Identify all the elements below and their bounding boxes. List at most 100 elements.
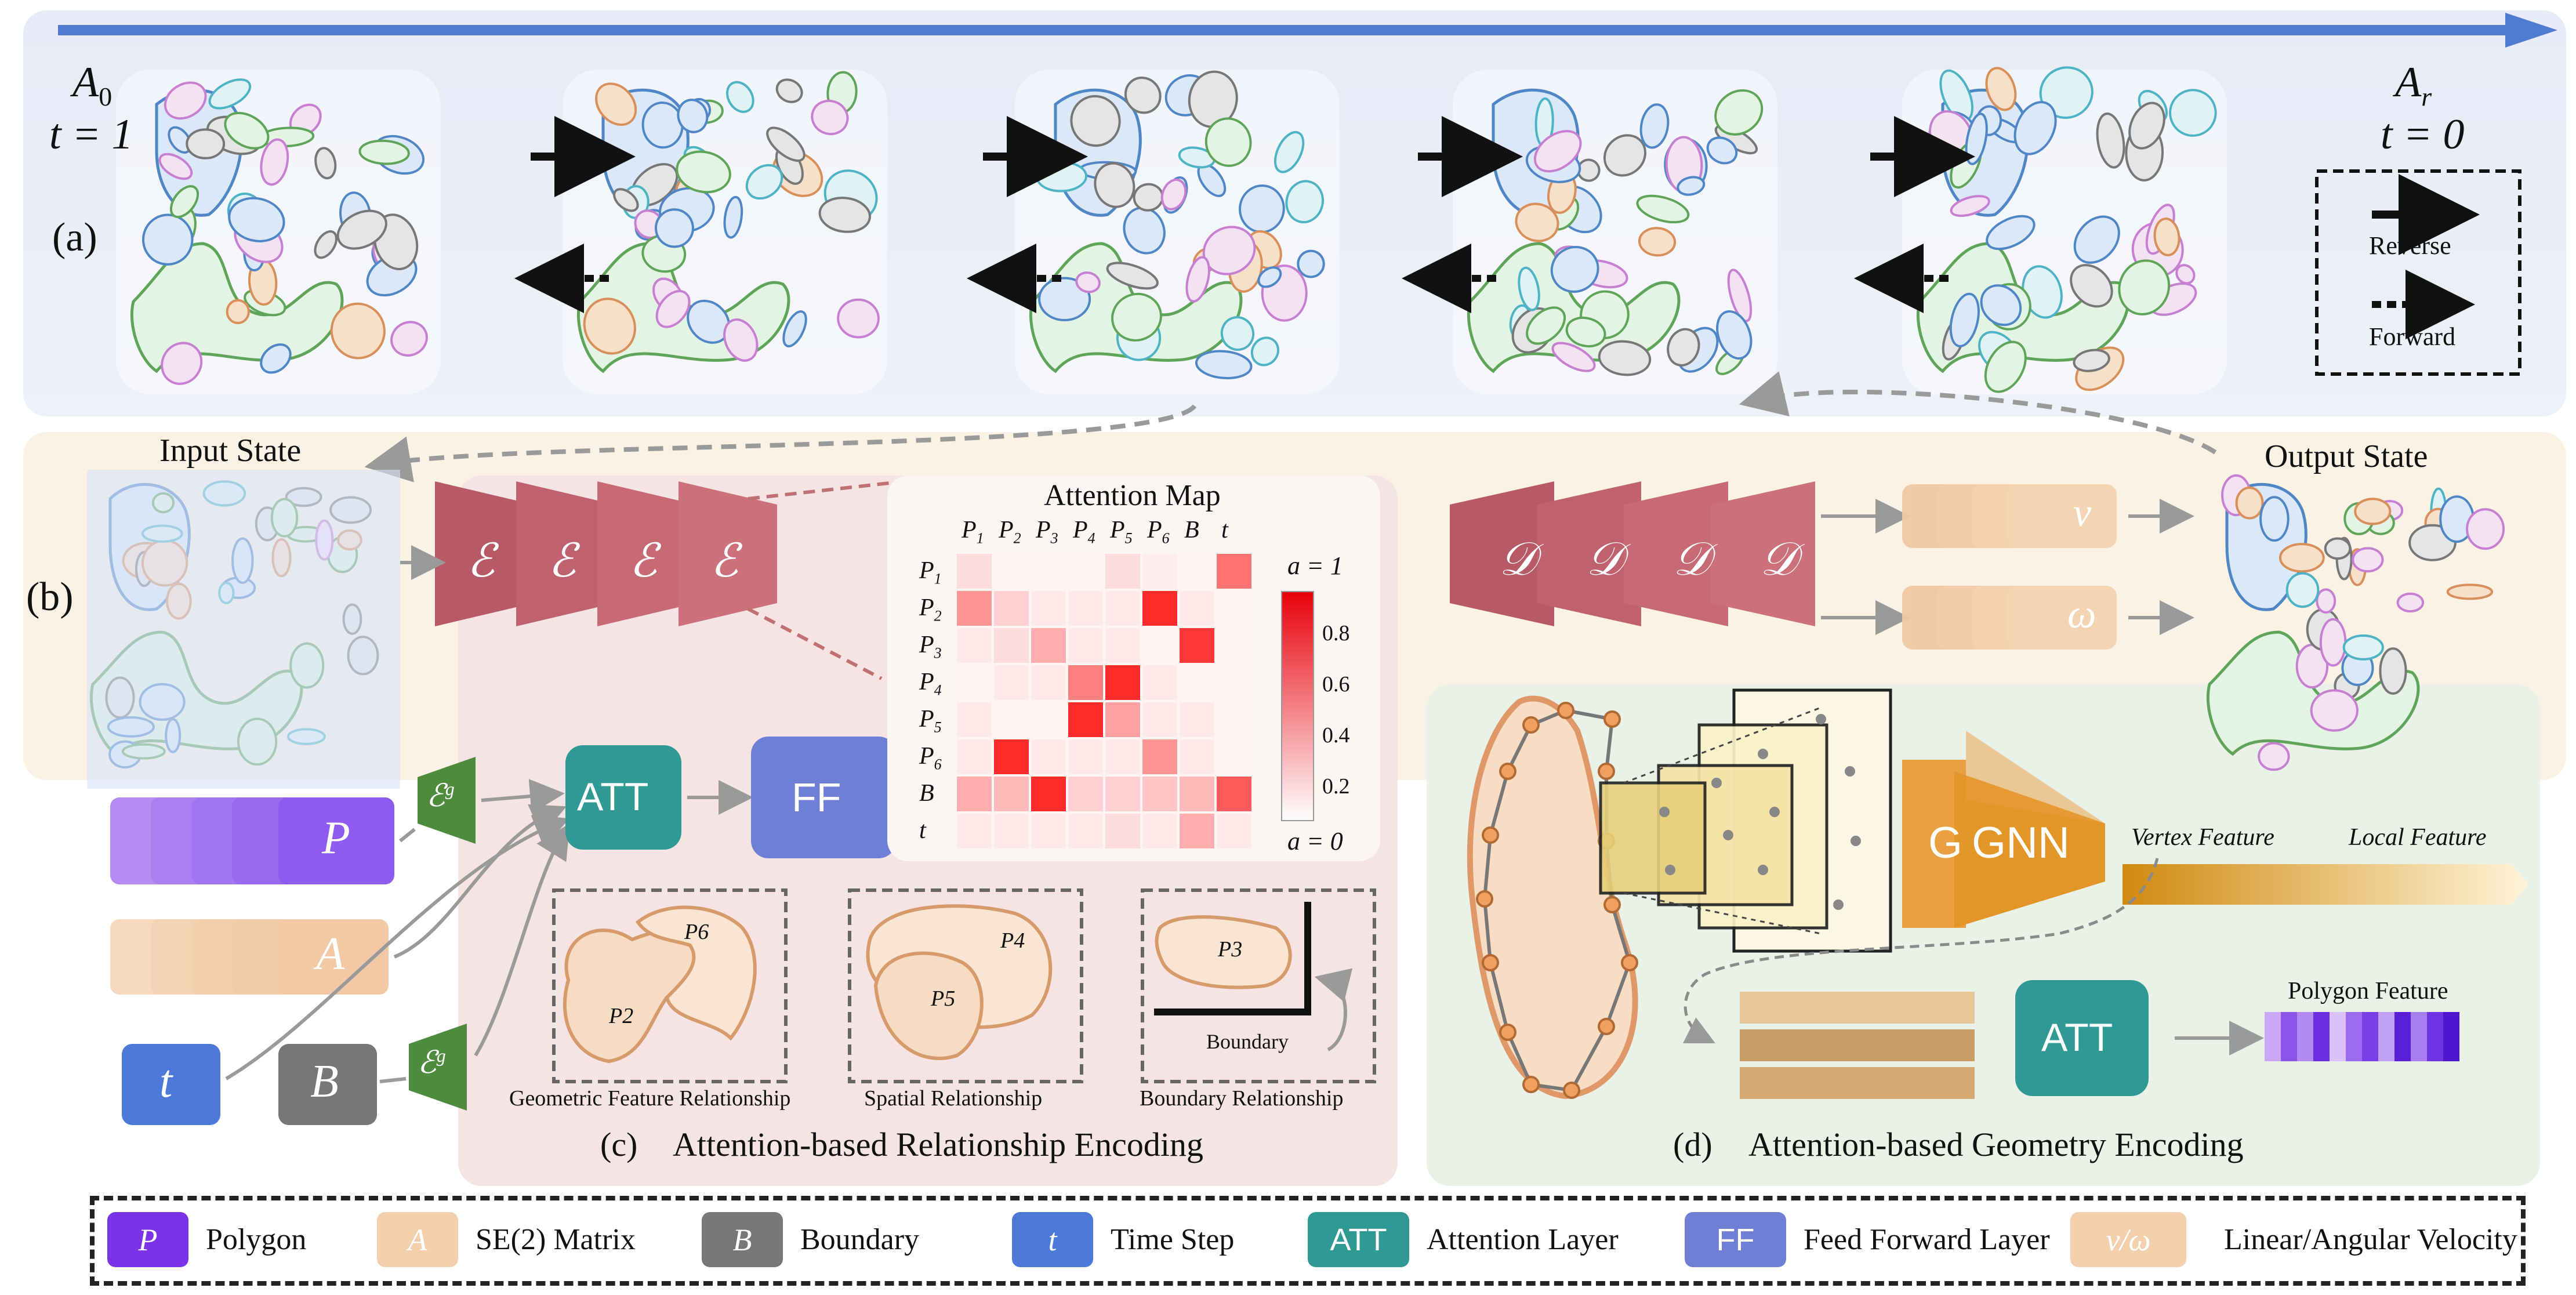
attention-row-label: P3: [919, 632, 942, 662]
polygon-vertex: [1499, 1024, 1516, 1041]
polygon-token-label: P: [322, 812, 350, 864]
att-block-label: ATT: [577, 775, 649, 819]
attention-cell: [1068, 591, 1103, 626]
panel-d-title: Attention-based Geometry Encoding: [1748, 1126, 2244, 1163]
reverse-forward-legend-box: [2315, 169, 2521, 376]
encoder-symbol-1: ℰ: [467, 536, 495, 587]
legend-boundary-text: Boundary: [800, 1223, 920, 1256]
attention-cell: [1105, 554, 1140, 589]
start-state-label: A0: [72, 59, 113, 111]
polygon-vertex: [1522, 716, 1540, 734]
colorbar-top-label: a = 1: [1287, 552, 1343, 580]
att-d-label: ATT: [2041, 1015, 2113, 1060]
attention-cell: [994, 554, 1029, 589]
attention-row-label: P6: [919, 743, 942, 773]
feature-gradient-arrow: [2123, 864, 2528, 905]
attention-col-label: P4: [1073, 517, 1095, 547]
shape-label-p6: P6: [684, 920, 709, 944]
attention-row-label: P1: [919, 557, 942, 587]
attention-cell: [1180, 665, 1214, 700]
attention-cell: [957, 591, 992, 626]
attention-cell: [1142, 554, 1177, 589]
spatial-relationship-caption: Spatial Relationship: [864, 1086, 1043, 1111]
attention-map-title: Attention Map: [1044, 479, 1221, 512]
link-to-input: [364, 404, 1197, 483]
time-token-label: t: [159, 1056, 173, 1107]
geo-encoder-bottom-label: ℰg: [418, 1045, 446, 1080]
polygon-vertex: [1482, 826, 1499, 844]
attention-cell: [1142, 628, 1177, 663]
attention-cell: [1031, 591, 1066, 626]
attention-cell: [1180, 814, 1214, 848]
attention-cell: [1142, 702, 1177, 737]
geo-encoder-bottom: [409, 1024, 467, 1111]
polygon-vertex: [1621, 954, 1638, 971]
boundary-relationship-caption: Boundary Relationship: [1140, 1086, 1344, 1111]
colorbar-tick: 0.4: [1322, 723, 1350, 748]
attention-col-label: B: [1184, 517, 1199, 543]
attention-row-label: P4: [919, 669, 942, 699]
panel-b-label: (b): [26, 575, 74, 619]
attention-cell: [1068, 814, 1103, 848]
velocity-w-label: ω: [2067, 592, 2096, 637]
attention-cell: [957, 739, 992, 774]
polygon-vertex: [1499, 763, 1516, 780]
polygon-vertex: [1598, 763, 1615, 780]
attention-cell: [1105, 591, 1140, 626]
legend-polygon-icon: P: [107, 1212, 188, 1267]
panel-c-label: (c): [600, 1126, 638, 1163]
attention-col-label: P2: [999, 517, 1021, 547]
legend-velocity-icon: v/ω: [2070, 1212, 2186, 1267]
polygon-vertex: [1522, 1076, 1540, 1093]
polygon-vertex: [1557, 702, 1574, 719]
colorbar-tick: 0.8: [1322, 621, 1350, 645]
attention-cell: [957, 814, 992, 848]
polygon-vertex: [1603, 896, 1621, 913]
polygon-vertex: [1476, 890, 1493, 908]
legend-polygon-text: Polygon: [206, 1223, 307, 1256]
decoder-symbol-4: 𝒟: [1760, 534, 1797, 585]
attention-cell: [1031, 554, 1066, 589]
attention-cell: [1031, 628, 1066, 663]
encoder-symbol-4: ℰ: [710, 536, 739, 587]
attention-cell: [1180, 702, 1214, 737]
polygon-vertex: [1563, 1082, 1580, 1099]
attention-cell: [1105, 702, 1140, 737]
attention-cell: [994, 814, 1029, 848]
colorbar-tick: 0.2: [1322, 774, 1350, 799]
se2-token-stack: [110, 919, 389, 995]
gnn-label: GNN: [1972, 818, 2070, 868]
attention-cell: [957, 628, 992, 663]
attention-cell: [994, 665, 1029, 700]
attention-cell: [1217, 814, 1251, 848]
attention-cell: [957, 554, 992, 589]
attention-cell: [1217, 739, 1251, 774]
attention-cell: [1105, 739, 1140, 774]
attention-cell: [1068, 777, 1103, 811]
attention-cell: [1068, 739, 1103, 774]
boundary-token-shape: [278, 1044, 377, 1125]
attention-cell: [957, 702, 992, 737]
encoder-symbol-3: ℰ: [629, 536, 658, 587]
attention-cell: [1068, 554, 1103, 589]
shape-label-p2: P2: [609, 1004, 634, 1028]
attention-col-label: P5: [1110, 517, 1133, 547]
attention-cell: [1105, 814, 1140, 848]
polygon-vertex: [1603, 710, 1621, 728]
boundary-word: Boundary: [1206, 1030, 1289, 1053]
shape-label-p4: P4: [1000, 928, 1025, 953]
attention-cell: [1217, 591, 1251, 626]
state-thumbnail: [2206, 474, 2505, 771]
end-state-label: Ar: [2395, 59, 2432, 111]
attention-col-label: P6: [1147, 517, 1170, 547]
attention-cell: [1142, 591, 1177, 626]
legend-forward-label: Forward: [2369, 322, 2456, 351]
attention-cell: [1105, 777, 1140, 811]
legend-se2-icon: A: [377, 1212, 458, 1267]
shape-label-p5: P5: [931, 986, 956, 1011]
attention-cell: [1105, 665, 1140, 700]
velocity-v-label: v: [2073, 491, 2092, 535]
panel-a-label: (a): [52, 215, 97, 260]
attention-cell: [1180, 554, 1214, 589]
